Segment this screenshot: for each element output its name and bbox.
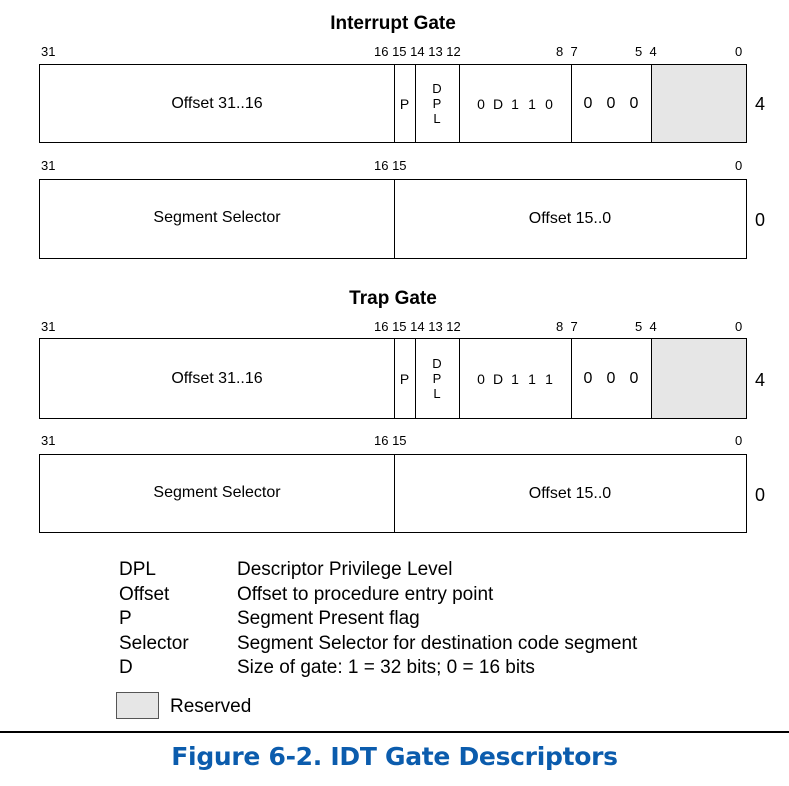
bit-16-15-labels: 16 15 [374, 433, 407, 448]
offset-high-field: Offset 31..16 [171, 369, 263, 387]
legend-term-p: P [119, 608, 132, 629]
type-bit-11: D [492, 95, 504, 112]
reserved-label: Reserved [170, 696, 252, 717]
bit-0-label: 0 [735, 319, 743, 334]
legend-def-selector: Segment Selector for destination code se… [237, 633, 638, 654]
legend-def-offset: Offset to procedure entry point [237, 584, 494, 605]
type-bit-10: 1 [511, 370, 519, 387]
bit-16-15-labels: 16 15 [374, 158, 407, 173]
zero-bits-field: 0 0 0 [571, 339, 651, 418]
present-flag-field: P [399, 95, 410, 112]
type-bit-12: 0 [477, 370, 485, 387]
bit-16-12-labels: 16 15 14 13 12 [374, 44, 461, 59]
zero-bit-6: 0 [606, 369, 616, 387]
dword-index-0: 0 [755, 210, 766, 230]
reserved-swatch [116, 692, 159, 719]
trap-gate-lower-dword: Segment Selector Offset 15..0 [39, 454, 747, 533]
type-field: 0 D 1 1 1 [459, 339, 571, 418]
zero-bits-field: 0 0 0 [571, 65, 651, 142]
dpl-char-p: P [432, 371, 442, 386]
type-bit-10: 1 [511, 95, 519, 112]
dpl-char-l: L [433, 386, 441, 401]
bit-5-4-labels: 5 4 [635, 44, 657, 59]
bit-0-label: 0 [735, 158, 743, 173]
legend-term-d: D [119, 657, 133, 678]
offset-low-field: Offset 15..0 [528, 484, 612, 502]
dpl-field: D P L [415, 339, 459, 418]
zero-bit-7: 0 [583, 369, 593, 387]
bit-5-4-labels: 5 4 [635, 319, 657, 334]
reserved-field [652, 339, 746, 418]
bit-31-label: 31 [41, 433, 56, 448]
dpl-field: D P L [415, 65, 459, 142]
dword-index-0: 0 [755, 485, 766, 505]
trap-gate-upper-dword: Offset 31..16 P D P L 0 D 1 1 1 0 0 0 [39, 338, 747, 419]
bit-31-label: 31 [41, 319, 56, 334]
bit-0-label: 0 [735, 433, 743, 448]
dword-index-4: 4 [755, 94, 766, 114]
figure-caption: Figure 6-2. IDT Gate Descriptors [171, 742, 618, 771]
type-bit-11: D [492, 370, 504, 387]
type-field: 0 D 1 1 0 [459, 65, 571, 142]
dpl-char-d: D [432, 81, 442, 96]
interrupt-gate-title: Interrupt Gate [330, 13, 456, 34]
type-bit-12: 0 [477, 95, 485, 112]
trap-gate-title: Trap Gate [349, 288, 437, 309]
bit-8-7-labels: 8 7 [556, 44, 578, 59]
bit-31-label: 31 [41, 44, 56, 59]
present-flag-field: P [399, 370, 410, 387]
type-bit-9: 1 [528, 370, 536, 387]
reserved-field [652, 65, 746, 142]
offset-low-field: Offset 15..0 [528, 210, 612, 227]
legend-term-dpl: DPL [119, 559, 156, 580]
interrupt-gate-upper-dword: Offset 31..16 P D P L 0 D 1 1 0 0 0 0 [39, 64, 747, 143]
zero-bit-5: 0 [629, 94, 639, 112]
offset-high-field: Offset 31..16 [171, 94, 263, 112]
bit-16-12-labels: 16 15 14 13 12 [374, 319, 461, 334]
figure-rule [0, 731, 789, 733]
bit-31-label: 31 [41, 158, 56, 173]
dpl-char-p: P [432, 96, 442, 111]
zero-bit-5: 0 [629, 369, 639, 387]
zero-bit-6: 0 [606, 94, 616, 112]
type-bit-8: 1 [545, 370, 553, 387]
bit-0-label: 0 [735, 44, 743, 59]
dpl-char-d: D [432, 356, 442, 371]
interrupt-gate-lower-dword: Segment Selector Offset 15..0 [39, 179, 747, 259]
legend-term-offset: Offset [119, 584, 170, 605]
bit-8-7-labels: 8 7 [556, 319, 578, 334]
type-bit-8: 0 [545, 95, 553, 112]
dword-index-4: 4 [755, 370, 766, 390]
legend-term-selector: Selector [119, 633, 189, 654]
dpl-char-l: L [433, 111, 441, 126]
segment-selector-field: Segment Selector [153, 483, 281, 501]
legend-def-d: Size of gate: 1 = 32 bits; 0 = 16 bits [237, 657, 535, 678]
zero-bit-7: 0 [583, 94, 593, 112]
legend-def-dpl: Descriptor Privilege Level [237, 559, 453, 580]
segment-selector-field: Segment Selector [153, 209, 281, 226]
type-bit-9: 1 [528, 95, 536, 112]
legend-def-p: Segment Present flag [237, 608, 420, 629]
